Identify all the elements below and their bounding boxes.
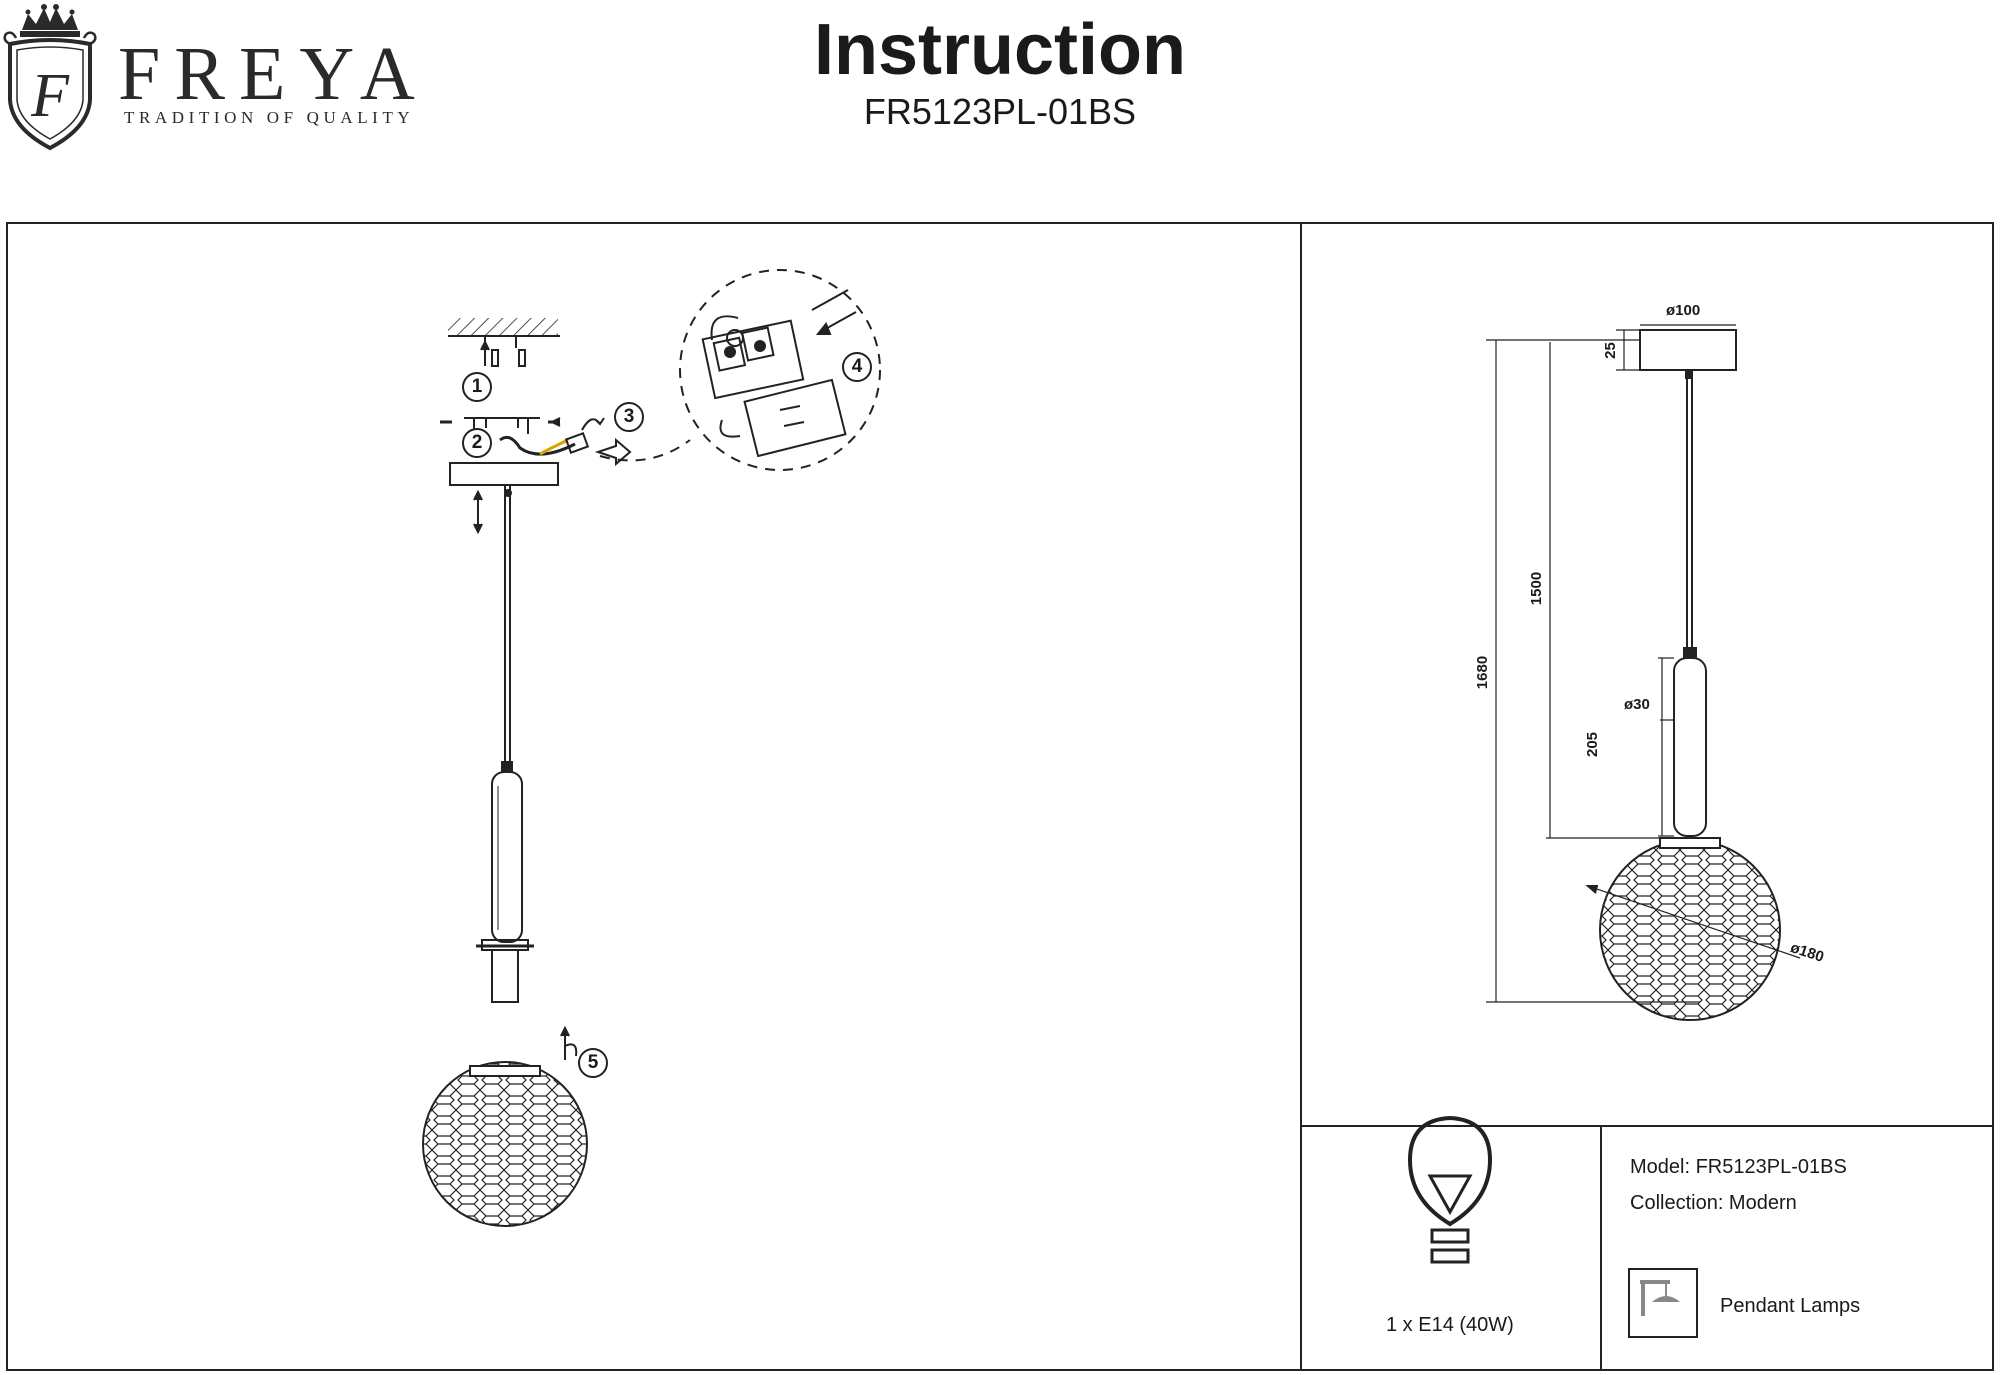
step-2-badge: 2 xyxy=(462,428,492,458)
dim-canopy-height: 25 xyxy=(1601,342,1619,359)
assembly-diagram xyxy=(422,318,632,1227)
step-1-badge: 1 xyxy=(462,372,492,402)
step-4-badge: 4 xyxy=(842,352,872,382)
crown-crest-icon: F xyxy=(3,4,97,151)
bulb-spec: 1 x E14 (40W) xyxy=(1386,1314,1514,1336)
dim-cable-length: 1500 xyxy=(1528,571,1546,606)
model-line: Model: FR5123PL-01BS xyxy=(1630,1156,1847,1178)
step-3-badge: 3 xyxy=(614,402,644,432)
step-5-badge: 5 xyxy=(578,1048,608,1078)
svg-text:F: F xyxy=(30,62,70,130)
model-spec-panel xyxy=(1600,1125,1994,1371)
dim-holder-diameter: ø30 xyxy=(1624,696,1650,713)
page-title: Instruction xyxy=(814,10,1186,90)
model-number: FR5123PL-01BS xyxy=(863,91,1137,132)
dimension-diagram xyxy=(1486,324,1801,1021)
dim-total-height: 1680 xyxy=(1474,655,1492,690)
light-bulb-icon xyxy=(1407,1115,1493,1264)
pendant-lamp-icon-frame xyxy=(1628,1268,1698,1338)
collection-line: Collection: Modern xyxy=(1630,1192,1797,1214)
brand-tagline: TRADITION OF QUALITY xyxy=(124,108,415,127)
dim-holder-height: 205 xyxy=(1584,731,1602,758)
brand-name: FREYA xyxy=(118,32,429,116)
dim-canopy-diameter: ø100 xyxy=(1666,302,1701,319)
brand-logo: F FREYA TRADITION OF QUALITY xyxy=(0,0,460,160)
connector-detail xyxy=(599,269,881,471)
pendant-lamp-icon xyxy=(1640,1280,1680,1316)
lamp-type: Pendant Lamps xyxy=(1720,1295,1861,1317)
